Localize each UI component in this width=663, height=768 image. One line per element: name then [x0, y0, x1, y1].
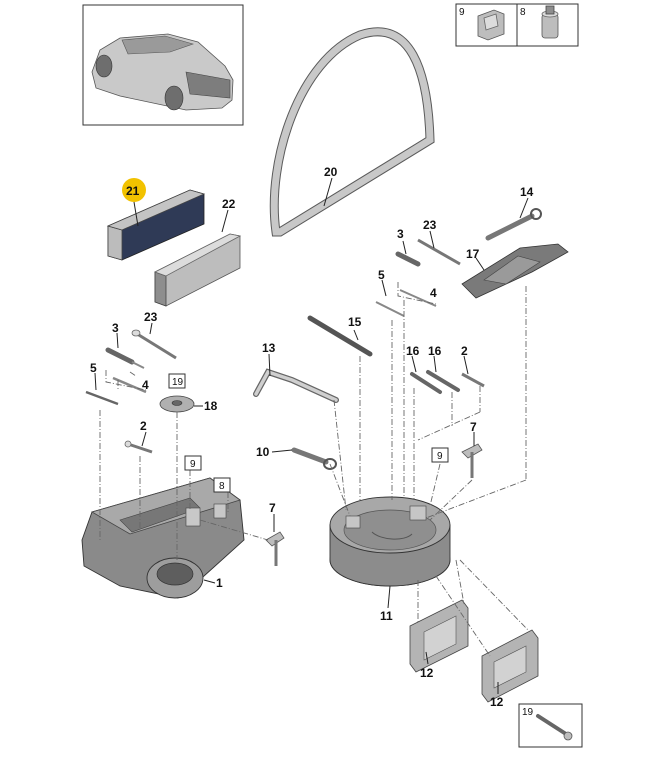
- strap-part: [269, 27, 435, 237]
- rod-part-left: [85, 376, 147, 406]
- cap-fastener-icon: [541, 5, 559, 39]
- callout-17: 17: [466, 247, 480, 261]
- box-8-number: 8: [219, 481, 225, 492]
- crank-handle-part: [253, 368, 339, 403]
- inset-19: 19: [518, 703, 583, 748]
- callout-1: 1: [216, 576, 223, 590]
- callout-11: 11: [380, 609, 393, 623]
- valve-part-right: [461, 443, 483, 478]
- foam-block-part: [106, 189, 206, 261]
- bracket-part-b: [481, 629, 539, 703]
- callout-22: 22: [222, 197, 236, 211]
- callout-2-left: 2: [140, 419, 147, 433]
- inset-9-8: 9 8: [455, 3, 579, 47]
- callout-labels: 21 22 20 14 23 3 17 5 4 15 13 16 16 2 7 …: [90, 165, 534, 709]
- wrench-tool-icon: [536, 714, 573, 741]
- assembly-lines: [99, 286, 529, 657]
- leader-lines: [94, 177, 529, 694]
- screwdriver-part-left: [105, 347, 145, 369]
- screwdriver-part-right: [395, 251, 421, 267]
- box-9-left: [184, 455, 202, 471]
- inset-9-number: 9: [459, 7, 465, 18]
- callout-4-left: 4: [142, 378, 149, 392]
- inset-8-number: 8: [520, 7, 526, 18]
- bar-pair-part: [410, 370, 460, 394]
- callout-18: 18: [204, 399, 218, 413]
- callout-12-a: 12: [420, 666, 434, 680]
- box-19-number: 19: [172, 377, 184, 388]
- callout-16-a: 16: [406, 344, 420, 358]
- callout-23-left: 23: [144, 310, 158, 324]
- bracket-lines: [105, 282, 437, 391]
- callout-15: 15: [348, 315, 362, 329]
- wheel-wrench-part: [485, 208, 542, 241]
- callout-21-highlight: [122, 178, 146, 202]
- tool-bit-part-left: [131, 329, 177, 360]
- inset-19-number: 19: [522, 707, 534, 718]
- callout-7-right: 7: [470, 420, 477, 434]
- callout-7-left: 7: [269, 501, 276, 515]
- callout-16-b: 16: [428, 344, 442, 358]
- callout-21: 21: [126, 184, 140, 198]
- box-8: [213, 477, 231, 493]
- boxed-labels: 19 9 8 9: [168, 373, 449, 493]
- pin-part-left: [124, 440, 153, 454]
- callout-5-left: 5: [90, 361, 97, 375]
- callout-4-right: 4: [430, 286, 437, 300]
- washer-part: [159, 395, 195, 413]
- vehicle-inset: [82, 4, 244, 126]
- box-9-right-number: 9: [437, 451, 443, 462]
- callout-12-b: 12: [490, 695, 504, 709]
- valve-part-left: [265, 531, 285, 566]
- clip-icon: [477, 9, 505, 41]
- box-9-left-number: 9: [190, 459, 196, 470]
- callout-23-right: 23: [423, 218, 437, 232]
- callout-13: 13: [262, 341, 276, 355]
- callout-5-right: 5: [378, 268, 385, 282]
- bracket-part-a: [409, 599, 469, 673]
- jack-part: [461, 243, 569, 299]
- pin-part-right: [461, 372, 485, 388]
- extension-bar-part: [307, 315, 373, 357]
- box-19: [168, 373, 186, 389]
- rod-pair-part-right: [375, 289, 437, 317]
- suv-rear-three-quarter-icon: [91, 33, 234, 111]
- callout-2-right: 2: [461, 344, 468, 358]
- callout-3-right: 3: [397, 227, 404, 241]
- callout-20: 20: [324, 165, 338, 179]
- left-tray-part: [81, 477, 245, 599]
- callout-3-left: 3: [112, 321, 119, 335]
- tool-bit-part-right: [417, 238, 461, 266]
- tow-eye-part: [291, 447, 337, 470]
- callout-14: 14: [520, 185, 534, 199]
- right-bin-part: [329, 496, 451, 587]
- pad-part: [153, 233, 242, 307]
- box-9-right: [431, 447, 449, 463]
- callout-10: 10: [256, 445, 270, 459]
